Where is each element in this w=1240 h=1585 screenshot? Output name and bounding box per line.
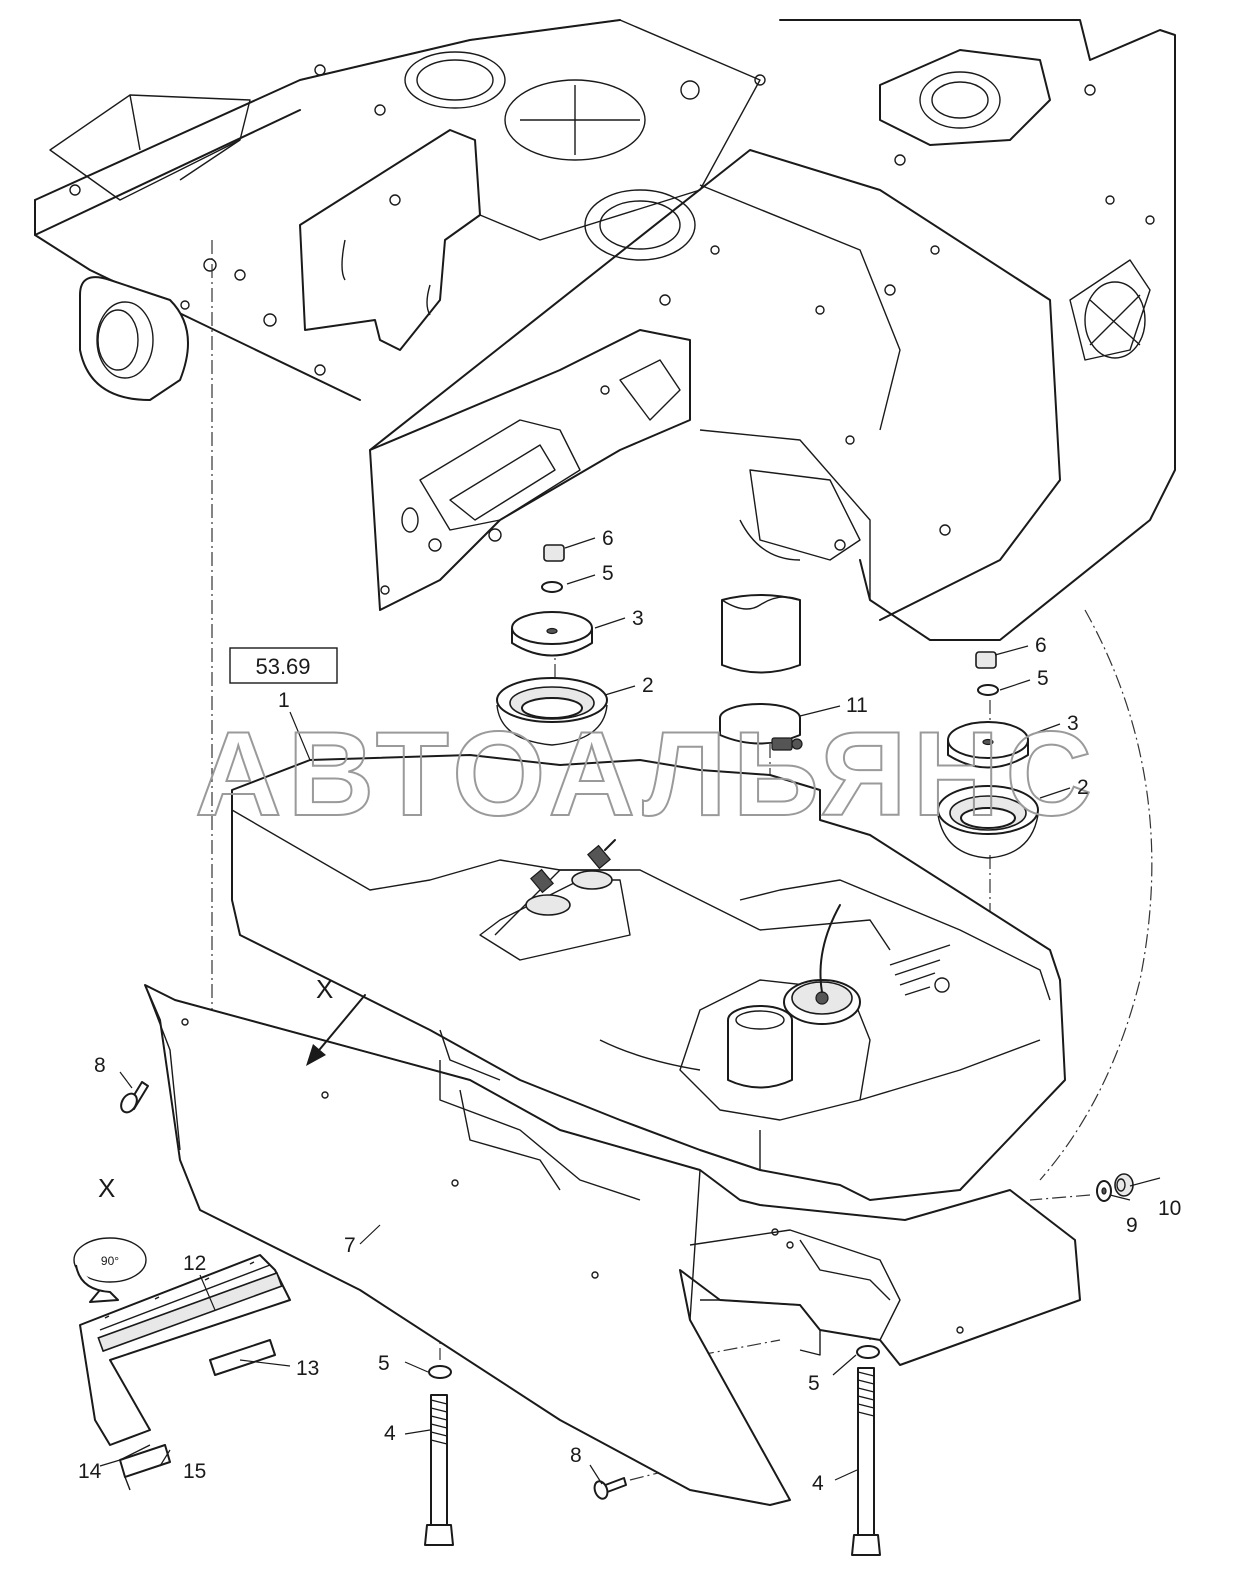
guard-plate-7[interactable]	[144, 984, 1081, 1506]
washer-5-left[interactable]	[428, 1365, 452, 1379]
reference-box[interactable]: 53.69	[229, 647, 338, 684]
rubber-washer-3[interactable]	[511, 611, 593, 657]
callout-7: 7	[344, 1234, 356, 1257]
rubber-mount-2[interactable]	[496, 677, 608, 746]
rubber-washer-3-right[interactable]	[947, 721, 1029, 769]
strip-12[interactable]	[97, 1271, 283, 1353]
rotation-symbol	[73, 1237, 147, 1303]
callout-5-lower-left: 5	[378, 1352, 390, 1375]
callout-3-left: 3	[632, 607, 644, 630]
chassis-frame	[34, 19, 1176, 641]
detail-bracket[interactable]	[79, 1254, 291, 1491]
callout-12: 12	[183, 1252, 206, 1275]
callout-15: 15	[183, 1460, 206, 1483]
callout-11: 11	[846, 694, 868, 717]
callout-13: 13	[296, 1357, 319, 1380]
clip-13[interactable]	[209, 1339, 276, 1376]
hose-clamp-11[interactable]	[719, 703, 803, 751]
bolt-4-left[interactable]	[424, 1394, 454, 1546]
callout-14: 14	[78, 1460, 102, 1483]
filler-hose[interactable]	[721, 594, 801, 674]
clip-15[interactable]	[119, 1444, 171, 1478]
callout-2-left: 2	[642, 674, 654, 697]
callout-3-right: 3	[1067, 712, 1079, 735]
tank-mount-left[interactable]	[496, 544, 608, 746]
callout-4-right: 4	[812, 1472, 824, 1495]
tank-mount-right[interactable]	[937, 651, 1039, 859]
watermark: АВТОАЛЬЯНС	[195, 707, 1098, 841]
washer-5-right[interactable]	[977, 684, 999, 696]
callout-numbers: 6 5 3 2 1 6 5 3 2 11 8 7 5 4 5 4 8 9 10 …	[78, 527, 1181, 1495]
callout-1: 1	[278, 689, 290, 712]
callout-6-right: 6	[1035, 634, 1047, 657]
screw-8-bottom[interactable]	[592, 1477, 627, 1501]
reference-box-label: 53.69	[255, 654, 310, 679]
washer-5-bottom-right[interactable]	[856, 1345, 880, 1359]
view-arrow-x	[306, 994, 366, 1066]
callout-5-upper-right: 5	[1037, 667, 1049, 690]
callout-8-bottom: 8	[570, 1444, 582, 1467]
view-marker-main: X	[316, 974, 333, 1004]
callout-5-upper-left: 5	[602, 562, 614, 585]
rubber-mount-2-right[interactable]	[937, 785, 1039, 859]
nut-6-right[interactable]	[975, 651, 997, 669]
nut-6[interactable]	[543, 544, 565, 562]
screw-8-left[interactable]	[118, 1081, 149, 1115]
rotation-label: 90°	[101, 1254, 119, 1268]
nut-10[interactable]	[1114, 1173, 1134, 1197]
washer-5[interactable]	[541, 581, 563, 593]
callout-8-left: 8	[94, 1054, 106, 1077]
callout-5-lower-right: 5	[808, 1372, 820, 1395]
fuel-tank[interactable]	[231, 754, 1066, 1201]
detail-view-x	[73, 1237, 291, 1491]
washer-9[interactable]	[1096, 1180, 1112, 1202]
view-marker-detail: X	[98, 1173, 115, 1203]
callout-9: 9	[1126, 1214, 1138, 1237]
callout-2-right: 2	[1077, 776, 1089, 799]
bolt-4-right[interactable]	[851, 1367, 881, 1556]
leader-lines	[99, 537, 1161, 1485]
tank-label-plate	[889, 944, 951, 996]
callout-6-left: 6	[602, 527, 614, 550]
callout-4-left: 4	[384, 1422, 396, 1445]
callout-10: 10	[1158, 1197, 1181, 1220]
